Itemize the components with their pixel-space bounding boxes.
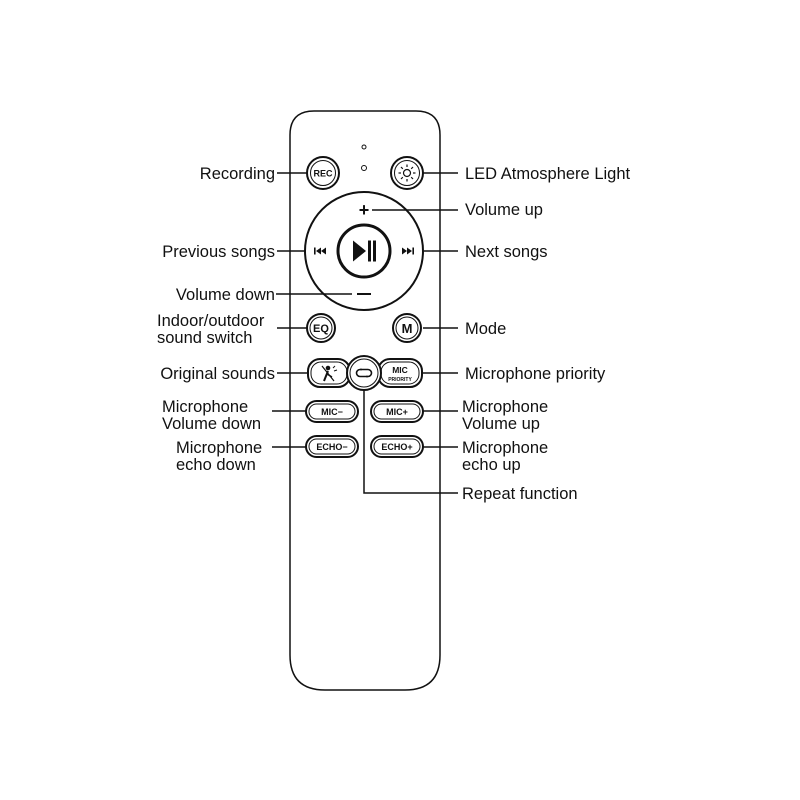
- mic-priority-label-line2: PRIORITY: [388, 377, 412, 383]
- volume-up-button[interactable]: +: [359, 200, 370, 220]
- label-mic-volume-down-line2: Volume down: [162, 415, 261, 433]
- dpad-ring: [304, 191, 424, 311]
- label-volume-up: Volume up: [465, 201, 543, 219]
- label-echo-up-line1: Microphone: [462, 439, 548, 457]
- label-next-songs: Next songs: [465, 243, 548, 261]
- label-repeat-function: Repeat function: [462, 485, 578, 503]
- singer-icon: [321, 365, 338, 382]
- left-labels: Recording Previous songs Volume down Ind…: [157, 165, 275, 474]
- eq-button[interactable]: EQ: [306, 313, 336, 343]
- indicator-dot-top: [361, 144, 367, 150]
- label-mic-volume-up-line1: Microphone: [462, 398, 548, 416]
- label-echo-down-line2: echo down: [176, 456, 256, 474]
- label-original-sounds: Original sounds: [160, 365, 275, 383]
- label-mode: Mode: [465, 320, 506, 338]
- label-indoor-outdoor-line2: sound switch: [157, 329, 252, 347]
- led-light-button[interactable]: [390, 156, 424, 190]
- next-icon[interactable]: [402, 247, 414, 255]
- label-echo-down-line1: Microphone: [176, 439, 262, 457]
- mic-minus-label: MIC−: [321, 407, 343, 417]
- previous-icon[interactable]: [314, 247, 326, 255]
- eq-button-label: EQ: [313, 323, 329, 335]
- play-pause-button[interactable]: [336, 223, 392, 279]
- original-sounds-button[interactable]: [307, 358, 351, 388]
- mic-plus-label: MIC+: [386, 407, 408, 417]
- mic-minus-button[interactable]: MIC−: [305, 400, 359, 423]
- label-led-light: LED Atmosphere Light: [465, 165, 631, 183]
- label-mic-volume-up-line2: Volume up: [462, 415, 540, 433]
- echo-minus-button[interactable]: ECHO−: [305, 435, 359, 458]
- echo-minus-label: ECHO−: [316, 442, 347, 452]
- repeat-button[interactable]: [346, 355, 382, 391]
- mode-button-label: M: [402, 321, 413, 336]
- mic-plus-button[interactable]: MIC+: [370, 400, 424, 423]
- indicator-dot-bottom: [361, 165, 367, 171]
- label-mic-priority: Microphone priority: [465, 365, 606, 383]
- label-previous-songs: Previous songs: [162, 243, 275, 261]
- sun-icon: [398, 164, 416, 182]
- rec-button-label: REC: [313, 169, 333, 179]
- remote-body: [289, 110, 441, 691]
- label-mic-volume-down-line1: Microphone: [162, 398, 248, 416]
- leader-lines: [272, 172, 458, 494]
- label-volume-down: Volume down: [176, 286, 275, 304]
- mic-priority-button[interactable]: MIC PRIORITY: [377, 358, 423, 388]
- right-labels: LED Atmosphere Light Volume up Next song…: [462, 165, 631, 503]
- echo-plus-button[interactable]: ECHO+: [370, 435, 424, 458]
- label-recording: Recording: [200, 165, 275, 183]
- mic-priority-label-line1: MIC: [392, 365, 408, 375]
- echo-plus-label: ECHO+: [381, 442, 412, 452]
- repeat-icon: [355, 368, 373, 378]
- rec-button[interactable]: REC: [306, 156, 340, 190]
- play-pause-icon: [353, 240, 376, 262]
- mode-button[interactable]: M: [392, 313, 422, 343]
- label-echo-up-line2: echo up: [462, 456, 521, 474]
- label-indoor-outdoor-line1: Indoor/outdoor: [157, 312, 265, 330]
